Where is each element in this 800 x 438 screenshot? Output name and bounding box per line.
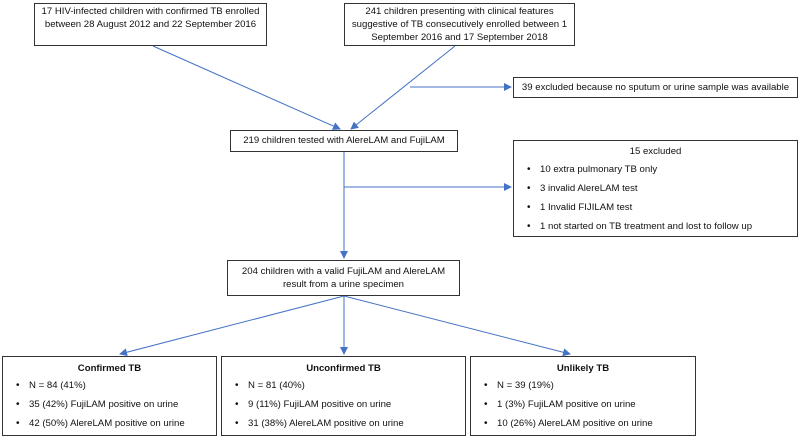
box-excluded-39-text: 39 excluded because no sputum or urine s… [521,82,790,93]
excluded-15-item: 3 invalid AlereLAM test [518,183,793,195]
box-excluded-15: 15 excluded 10 extra pulmonary TB only 3… [513,140,798,237]
excluded-15-item: 1 not started on TB treatment and lost t… [518,221,793,233]
arrow-hiv-to-tested [152,45,341,130]
confirmed-tb-item: 42 (50%) AlereLAM positive on urine [7,418,212,430]
confirmed-tb-item: N = 84 (41%) [7,380,212,392]
box-clinical-enrolled: 241 children presenting with clinical fe… [344,3,575,46]
unconfirmed-tb-item: 31 (38%) AlereLAM positive on urine [226,418,461,430]
unconfirmed-tb-list: N = 81 (40%) 9 (11%) FujiLAM positive on… [226,380,461,430]
unconfirmed-tb-item: N = 81 (40%) [226,380,461,392]
box-hiv-enrolled: 17 HIV-infected children with confirmed … [34,3,267,46]
unlikely-tb-list: N = 39 (19%) 1 (3%) FujiLAM positive on … [475,380,691,430]
unlikely-tb-item: 1 (3%) FujiLAM positive on urine [475,399,691,411]
confirmed-tb-item: 35 (42%) FujiLAM positive on urine [7,399,212,411]
box-tested: 219 children tested with AlereLAM and Fu… [230,130,458,152]
unlikely-tb-title: Unlikely TB [556,363,610,374]
box-clinical-enrolled-text: 241 children presenting with clinical fe… [351,6,568,43]
box-unconfirmed-tb: Unconfirmed TB N = 81 (40%) 9 (11%) Fuji… [221,356,466,436]
box-confirmed-tb: Confirmed TB N = 84 (41%) 35 (42%) FujiL… [2,356,217,436]
unconfirmed-tb-title: Unconfirmed TB [306,363,381,374]
excluded-15-item: 10 extra pulmonary TB only [518,164,793,176]
box-valid-result: 204 children with a valid FujiLAM and Al… [227,260,460,296]
arrow-valid-to-confirmed [119,295,345,357]
confirmed-tb-list: N = 84 (41%) 35 (42%) FujiLAM positive o… [7,380,212,430]
excluded-15-title: 15 excluded [629,146,682,157]
confirmed-tb-title: Confirmed TB [77,363,142,374]
box-valid-result-text: 204 children with a valid FujiLAM and Al… [241,266,446,290]
box-hiv-enrolled-text: 17 HIV-infected children with confirmed … [41,6,260,30]
excluded-15-item: 1 Invalid FIJILAM test [518,202,793,214]
unlikely-tb-item: N = 39 (19%) [475,380,691,392]
arrow-clinical-to-tested [350,45,456,130]
excluded-15-list: 10 extra pulmonary TB only 3 invalid Ale… [518,164,793,233]
arrow-valid-to-unlikely [343,295,571,357]
box-excluded-39: 39 excluded because no sputum or urine s… [513,77,798,98]
unconfirmed-tb-item: 9 (11%) FujiLAM positive on urine [226,399,461,411]
box-tested-text: 219 children tested with AlereLAM and Fu… [243,135,445,146]
box-unlikely-tb: Unlikely TB N = 39 (19%) 1 (3%) FujiLAM … [470,356,696,436]
unlikely-tb-item: 10 (26%) AlereLAM positive on urine [475,418,691,430]
